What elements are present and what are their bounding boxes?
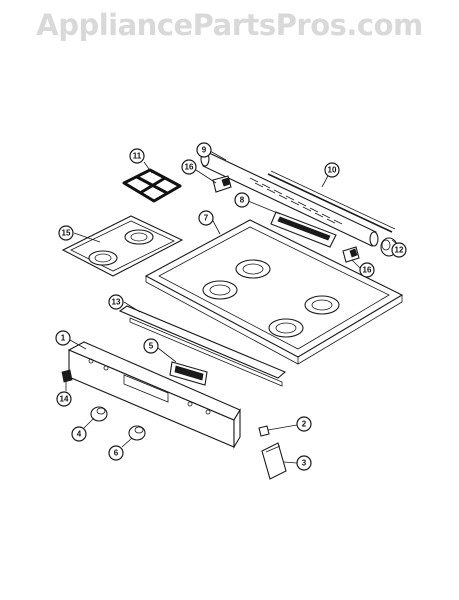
callout-10: 10 <box>324 162 340 178</box>
callout-14: 14 <box>56 391 72 407</box>
callout-5: 5 <box>143 338 159 354</box>
part-11-burner-grate <box>122 168 182 203</box>
callout-4: 4 <box>71 426 87 442</box>
callout-11: 11 <box>129 148 145 164</box>
svg-text:13: 13 <box>112 298 121 307</box>
svg-text:11: 11 <box>133 152 142 161</box>
callout-8: 8 <box>234 192 250 208</box>
svg-text:6: 6 <box>114 449 119 458</box>
part-8-vent-deflector <box>270 211 337 248</box>
svg-text:12: 12 <box>395 246 404 255</box>
callout-7: 7 <box>198 210 214 226</box>
svg-text:8: 8 <box>240 196 245 205</box>
callout-3: 3 <box>296 455 312 471</box>
svg-text:15: 15 <box>62 229 71 238</box>
part-15-small-cooktop <box>61 215 184 277</box>
part-16-end-cap-left <box>212 175 232 193</box>
part-13-manifold-rail <box>118 305 287 387</box>
svg-text:5: 5 <box>149 342 154 351</box>
part-3-side-trim <box>261 442 287 480</box>
part-5-clock-timer <box>169 361 208 386</box>
callout-6: 6 <box>108 445 124 461</box>
callout-13: 13 <box>108 294 124 310</box>
svg-text:14: 14 <box>60 395 69 404</box>
callout-1: 1 <box>55 330 71 346</box>
part-16-end-cap-right <box>342 246 360 263</box>
watermark-logo: AppliancePartsPros.com <box>36 8 423 42</box>
part-9-rear-trim <box>200 151 379 247</box>
svg-text:9: 9 <box>202 146 207 155</box>
callout-12: 12 <box>391 242 407 258</box>
callout-9: 9 <box>196 142 212 158</box>
svg-text:16: 16 <box>363 266 372 275</box>
svg-text:3: 3 <box>302 459 307 468</box>
svg-text:1: 1 <box>61 334 66 343</box>
part-6-knob <box>128 425 146 441</box>
part-1-control-panel <box>67 341 241 449</box>
svg-text:2: 2 <box>302 420 307 429</box>
svg-text:10: 10 <box>328 166 337 175</box>
callout-16-upper: 16 <box>181 159 197 175</box>
svg-text:7: 7 <box>204 214 209 223</box>
part-7-main-cooktop <box>144 219 404 365</box>
svg-text:16: 16 <box>185 163 194 172</box>
part-2-clip <box>258 425 270 437</box>
svg-text:4: 4 <box>77 430 82 439</box>
callout-16-lower: 16 <box>359 262 375 278</box>
callout-15: 15 <box>58 225 74 241</box>
part-14-switch <box>61 369 73 383</box>
leader-lines <box>65 150 398 464</box>
part-10-rear-rod <box>267 170 396 233</box>
callout-2: 2 <box>296 416 312 432</box>
part-4-knob <box>90 406 108 422</box>
